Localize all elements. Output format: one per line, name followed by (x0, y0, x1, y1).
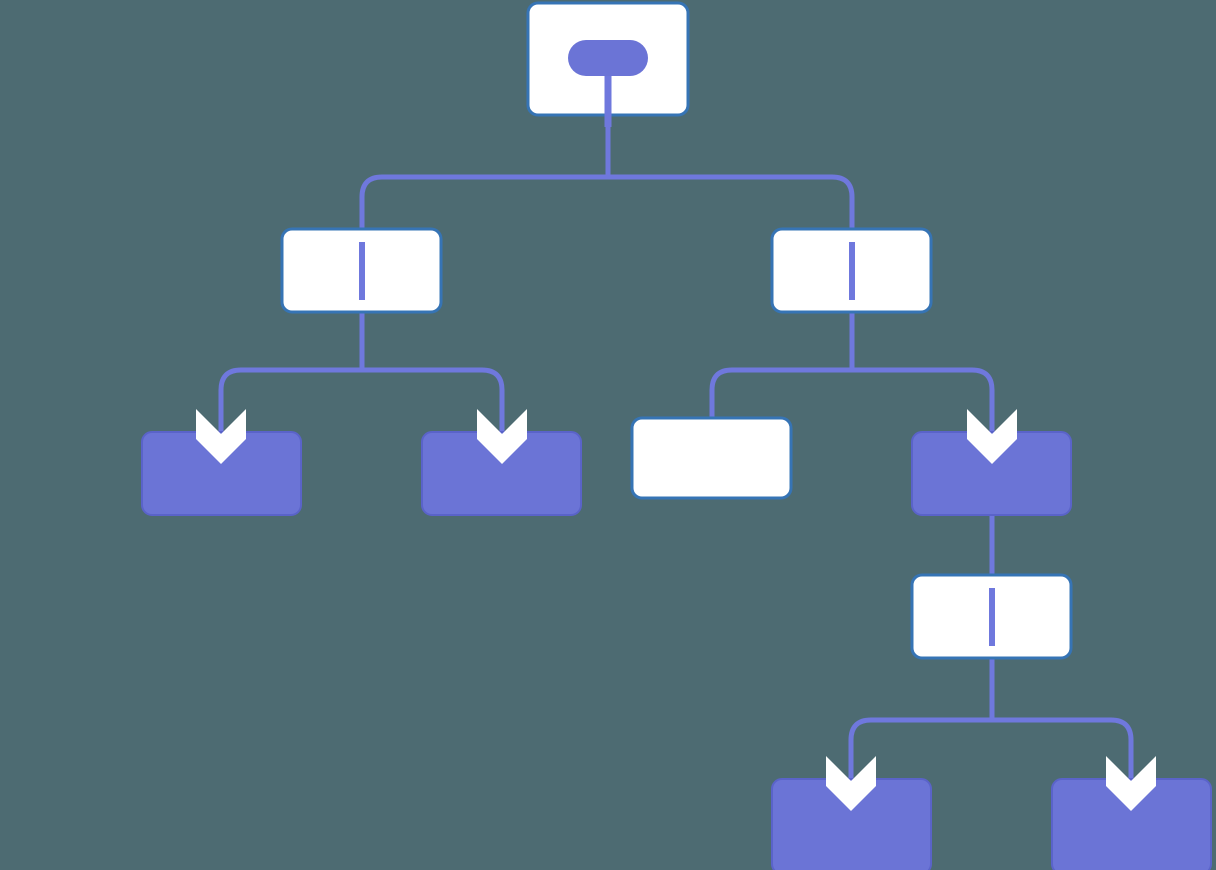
inner-pill-shape (568, 40, 648, 76)
node-card[interactable] (141, 431, 302, 516)
edge-n3-n6 (709, 367, 852, 420)
connector-layer (218, 115, 1134, 791)
edge-n3-n7 (852, 367, 995, 444)
down-arrow-icon (477, 409, 527, 464)
down-arrow-icon (826, 756, 876, 811)
arrowhead-layer (196, 409, 1156, 811)
down-arrow-icon (967, 409, 1017, 464)
edge-n1-n3 (608, 174, 855, 229)
node-n4[interactable] (141, 431, 302, 516)
edge-n8-n9 (848, 717, 992, 791)
node-n3[interactable] (770, 227, 933, 314)
node-card[interactable] (1051, 778, 1212, 870)
edge-n2-n5 (362, 367, 505, 444)
edge-n1-n2 (359, 174, 608, 229)
node-card[interactable] (771, 778, 932, 870)
node-n9[interactable] (771, 778, 932, 870)
node-card[interactable] (911, 431, 1072, 516)
node-n6[interactable] (630, 416, 793, 500)
node-card[interactable] (421, 431, 582, 516)
down-arrow-icon (1106, 756, 1156, 811)
node-n10[interactable] (1051, 778, 1212, 870)
edge-n8-n10 (992, 717, 1134, 791)
edge-n2-n4 (218, 367, 362, 444)
node-card[interactable] (630, 416, 793, 500)
node-n5[interactable] (421, 431, 582, 516)
node-n7[interactable] (911, 431, 1072, 516)
down-arrow-icon (196, 409, 246, 464)
node-n8[interactable] (910, 573, 1073, 660)
node-n1-root[interactable] (526, 1, 690, 127)
node-n2[interactable] (280, 227, 443, 314)
